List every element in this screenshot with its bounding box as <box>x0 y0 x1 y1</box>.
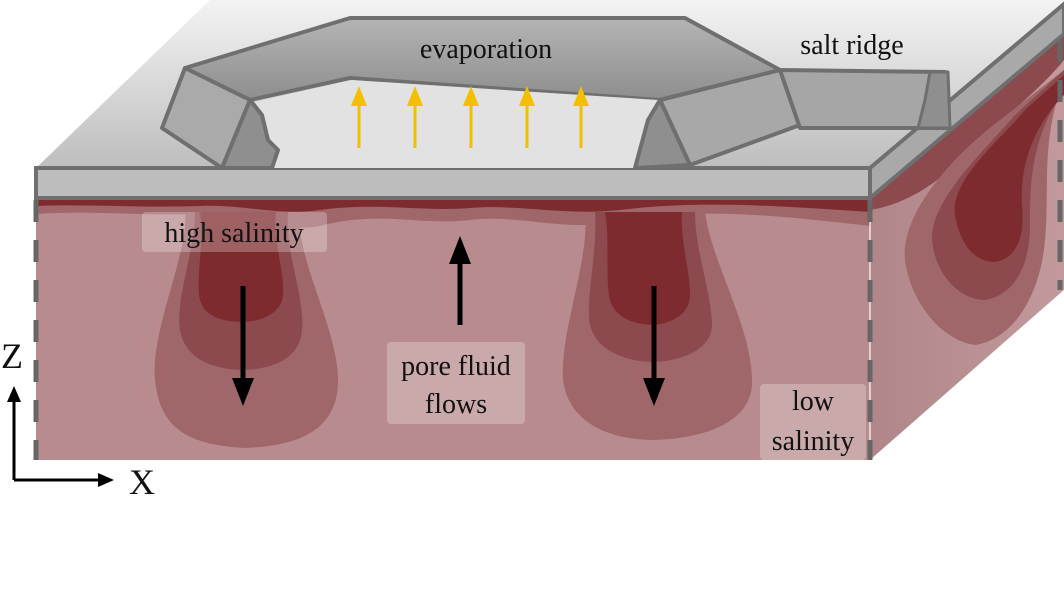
low-salinity-label-line2: salinity <box>772 426 854 457</box>
upward-flow-arrow-center <box>449 236 471 325</box>
low-salinity-label-line1: low <box>792 386 835 417</box>
salt-crust <box>34 1 1064 203</box>
evaporation-arrow <box>463 86 479 148</box>
center-plume-core <box>605 212 690 325</box>
downward-flow-arrow-right <box>643 286 665 406</box>
evaporation-arrow <box>407 86 423 148</box>
low-salinity-label-bg <box>760 384 866 460</box>
pore-fluid-label-line2: flows <box>425 389 487 420</box>
z-axis-label: Z <box>1 336 23 376</box>
downward-flow-arrow-left <box>232 286 254 406</box>
evaporation-arrows <box>351 86 589 148</box>
front-face <box>36 198 870 460</box>
pore-fluid-label-line1: pore fluid <box>401 351 511 382</box>
evaporation-label: evaporation <box>420 34 552 65</box>
salt-ridge-label: salt ridge <box>800 30 903 61</box>
evaporation-arrow <box>573 86 589 148</box>
evaporation-arrow <box>519 86 535 148</box>
x-axis-label: X <box>129 462 155 502</box>
side-plume-core <box>954 75 1064 262</box>
left-plume-core <box>198 212 284 322</box>
high-salinity-label-bg <box>142 212 327 252</box>
pore-fluid-label-bg <box>387 342 525 424</box>
salt-ridge-polygon <box>160 16 952 170</box>
axis-indicator: Z X <box>1 336 155 502</box>
evaporation-arrow <box>351 86 367 148</box>
high-salinity-label: high salinity <box>164 218 303 249</box>
